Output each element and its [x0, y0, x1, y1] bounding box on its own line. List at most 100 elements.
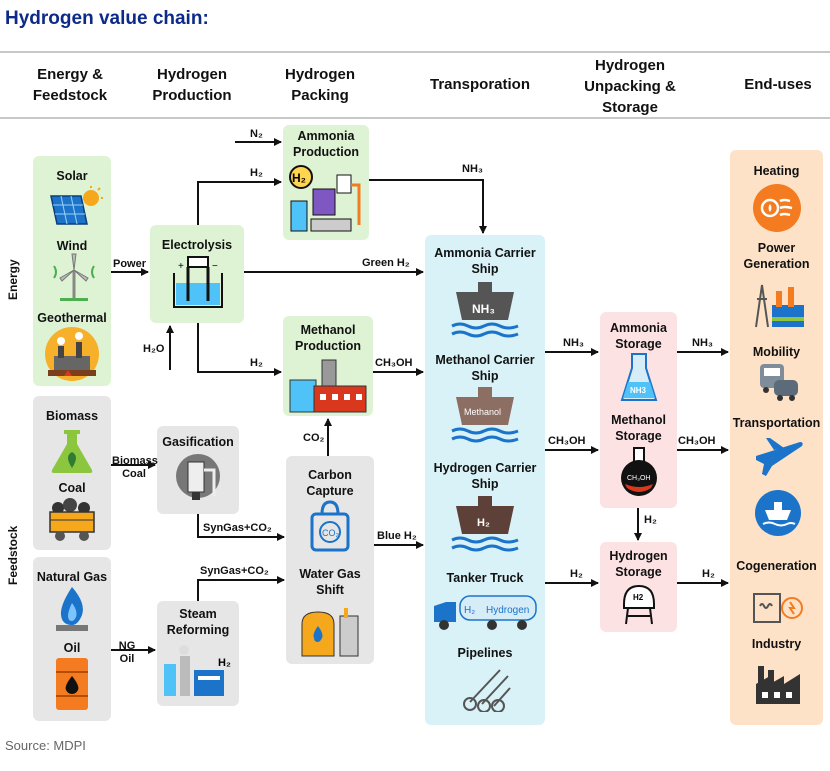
- hydrogen-ship-hull-text: H₂: [477, 517, 490, 529]
- pipelines-icon: [463, 669, 511, 712]
- label-cogeneration: Cogeneration: [736, 559, 817, 573]
- flow-label-h2o: H₂O: [143, 343, 165, 355]
- flow-label-power: Power: [113, 258, 147, 270]
- steam-reformer-icon: H₂: [164, 645, 231, 696]
- flow-label-green-h2: Green H₂: [362, 257, 410, 269]
- ammonia-flask-label: NH3: [630, 386, 647, 395]
- flow-label-biomass-coal: Biomass Coal: [112, 455, 158, 480]
- page-title: Hydrogen value chain:: [5, 8, 209, 29]
- oil-barrel-icon: [56, 658, 88, 710]
- flow-label-ch3oh-storage: CH₃OH: [548, 435, 586, 447]
- label-hydrogen-ship: Hydrogen Carrier Ship: [433, 461, 537, 491]
- ammonia-ship-icon: NH₃: [451, 282, 519, 338]
- biomass-flask-icon: [51, 430, 93, 473]
- flow-label-ch3oh-ship: CH₃OH: [375, 357, 413, 369]
- truck-h2-text: H₂: [464, 605, 475, 616]
- column-header-energy-feedstock: Energy & Feedstock: [32, 66, 108, 104]
- column-header-hydrogen-packing: Hydrogen Packing: [284, 66, 355, 104]
- label-coal: Coal: [58, 481, 86, 495]
- label-carbon-capture: Carbon Capture: [306, 468, 354, 498]
- ammonia-flask-icon: NH3: [620, 353, 658, 401]
- label-mobility: Mobility: [752, 345, 801, 359]
- flow-label-h2-methanol: H₂: [250, 357, 263, 369]
- flow-label-h2-truck: H₂: [570, 568, 583, 580]
- flow-label-syngas-2: SynGas+CO₂: [200, 565, 269, 577]
- power-plant-icon: [755, 284, 804, 328]
- label-transportation: Transportation: [732, 416, 821, 430]
- label-pipelines: Pipelines: [457, 646, 513, 660]
- column-header-end-uses: End-uses: [744, 76, 812, 93]
- methanol-ship-icon: Methanol: [451, 387, 519, 443]
- heating-icon: [753, 184, 801, 232]
- flow-label-nh3-end: NH₃: [692, 337, 713, 349]
- end-uses-box: [730, 150, 823, 725]
- carbon-capture-bag-icon: CO₂: [310, 500, 350, 552]
- flow-label-h2-down: H₂: [644, 514, 657, 526]
- flow-label-co2: CO₂: [303, 432, 325, 444]
- gasifier-icon: [176, 454, 220, 500]
- flow-label-ng-oil: NG Oil: [118, 640, 136, 665]
- header-rule-bottom: [0, 117, 830, 119]
- label-ammonia-ship: Ammonia Carrier Ship: [434, 246, 536, 276]
- label-natural-gas: Natural Gas: [36, 570, 108, 584]
- wind-turbine-icon: [53, 253, 95, 301]
- label-steam-reforming: Steam Reforming: [166, 607, 230, 637]
- flow-label-ch3oh-end: CH₃OH: [678, 435, 716, 447]
- label-ammonia-production: Ammonia Production: [293, 129, 359, 159]
- geothermal-plant-icon: [45, 327, 99, 381]
- arrow-syngas-2: [197, 576, 285, 601]
- flow-label-h2-ammonia: H₂: [250, 167, 263, 179]
- airplane-icon: [756, 438, 803, 476]
- flow-label-blue-h2: Blue H₂: [377, 530, 417, 542]
- methanol-plant-icon: [289, 359, 367, 413]
- svg-text:−: −: [212, 261, 218, 272]
- flow-label-nh3-top: NH₃: [462, 163, 483, 175]
- methanol-flask-label: CH₃OH: [627, 475, 650, 482]
- electrolysis-icon: +−: [173, 256, 223, 308]
- hydrogen-ship-icon: H₂: [451, 496, 519, 552]
- label-heating: Heating: [753, 164, 800, 178]
- label-biomass: Biomass: [45, 409, 99, 423]
- arrow-h2-ammonia: [197, 178, 282, 225]
- solar-panel-icon: [50, 186, 103, 225]
- hydrogen-tank-label: H2: [633, 593, 644, 602]
- gas-flame-icon: [56, 587, 88, 631]
- hydrogen-tank-icon: H2: [623, 584, 655, 625]
- header-rule-top: [0, 51, 830, 53]
- label-methanol-production: Methanol Production: [295, 323, 361, 353]
- arrow-syngas-1: [197, 514, 285, 541]
- label-wind: Wind: [56, 239, 88, 253]
- label-gasification: Gasification: [162, 435, 234, 449]
- column-header-hydrogen-production: Hydrogen Production: [152, 66, 232, 104]
- flow-label-syngas-1: SynGas+CO₂: [203, 522, 272, 534]
- cogeneration-icon: [753, 593, 803, 623]
- water-gas-shift-icon: [301, 608, 359, 657]
- tanker-truck-icon: H₂ Hydrogen: [434, 595, 537, 630]
- label-industry: Industry: [751, 637, 802, 651]
- ship-circle-icon: [755, 490, 801, 536]
- arrow-nh3-top: [369, 179, 487, 234]
- column-header-unpacking-storage: Hydrogen Unpacking & Storage: [584, 57, 676, 116]
- truck-hydrogen-text: Hydrogen: [486, 605, 529, 616]
- label-ammonia-storage: Ammonia Storage: [610, 321, 667, 351]
- label-oil: Oil: [63, 641, 81, 655]
- methanol-flask-icon: CH₃OH: [621, 447, 657, 496]
- label-solar: Solar: [56, 169, 88, 183]
- svg-text:+: +: [178, 261, 184, 272]
- label-methanol-ship: Methanol Carrier Ship: [435, 353, 535, 383]
- reformer-h2-label: H₂: [218, 657, 231, 669]
- flow-label-h2-end: H₂: [702, 568, 715, 580]
- source-caption: Source: MDPI: [5, 738, 86, 753]
- arrow-h2-methanol: [197, 323, 282, 376]
- ship-icon: [762, 502, 796, 527]
- label-water-gas-shift: Water Gas Shift: [299, 567, 361, 597]
- coal-cart-icon: [49, 498, 95, 541]
- label-tanker-truck: Tanker Truck: [446, 571, 524, 585]
- label-hydrogen-storage: Hydrogen Storage: [609, 549, 668, 579]
- capture-co2-label: CO₂: [322, 528, 340, 538]
- flow-label-nh3-storage: NH₃: [563, 337, 584, 349]
- label-power-generation: Power Generation: [743, 241, 810, 271]
- mobility-icon: [760, 364, 798, 401]
- industry-icon: [756, 666, 800, 704]
